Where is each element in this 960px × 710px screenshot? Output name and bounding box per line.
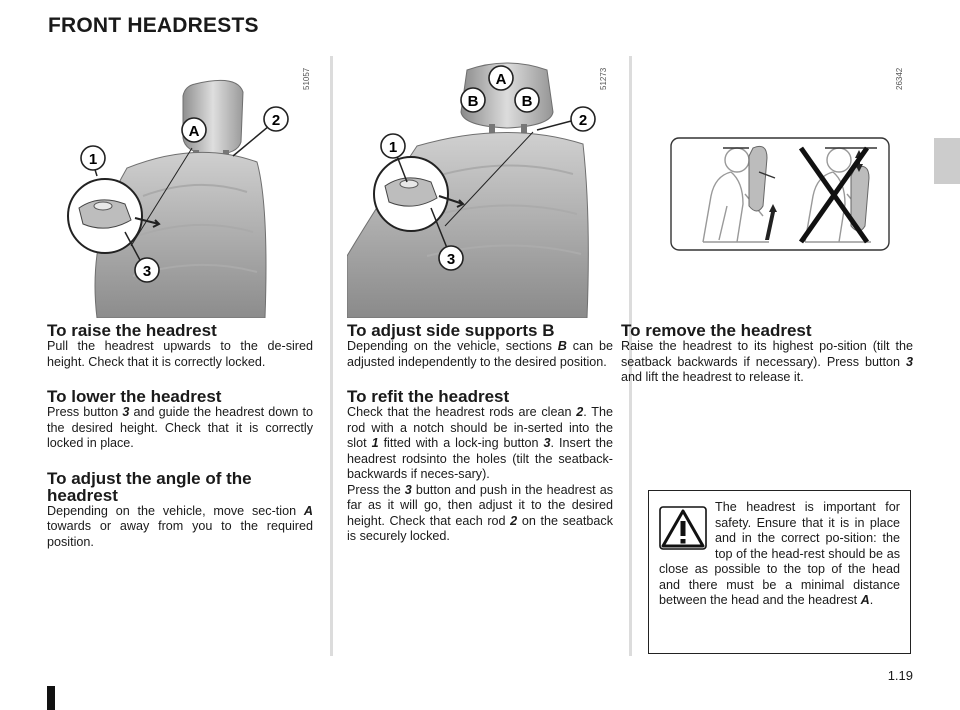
text-angle: Depending on the vehicle, move sec-tion … [47,503,313,549]
text-remove: Raise the headrest to its highest po-sit… [621,339,913,384]
column-divider [330,56,333,656]
figure-code: 51273 [599,67,608,90]
column-middle: To adjust side supports B Depending on t… [347,322,613,545]
text-raise: Pull the headrest upwards to the de-sire… [47,339,313,369]
column-divider [629,56,632,656]
footer-marker [47,686,55,710]
page-number: 1.19 [887,668,913,683]
heading-remove: To remove the headrest [621,321,812,340]
warning-text: The headrest is important for safety. En… [659,500,900,607]
callout-3: 3 [143,263,151,280]
callout-2: 2 [579,112,587,129]
seat-illustration-1: A 2 1 3 [67,79,289,318]
seat-illustration-2: A B B 2 1 3 [347,62,596,318]
heading-angle: To adjust the angle of the headrest [47,468,252,505]
callout-a: A [496,71,507,88]
text-side-supports: Depending on the vehicle, sections B can… [347,339,613,369]
warning-triangle-icon [659,506,707,550]
callout-3: 3 [447,251,455,268]
safety-warning-box: The headrest is important for safety. En… [648,490,911,654]
text-refit: Check that the headrest rods are clean 2… [347,405,613,543]
callout-a: A [189,123,200,140]
callout-2: 2 [272,112,280,129]
column-right: To remove the headrest Raise the headres… [621,322,913,386]
heading-raise: To raise the headrest [47,321,217,340]
page-title: FRONT HEADRESTS [48,14,259,37]
heading-refit: To refit the headrest [347,387,510,406]
figure-code: 26342 [895,67,904,90]
section-tab [934,138,960,184]
column-left: To raise the headrest Pull the headrest … [47,322,313,550]
position-illustration [670,137,890,251]
callout-1: 1 [389,139,397,156]
callout-1: 1 [89,151,97,168]
figure-headrest-position: 26342 [645,56,917,318]
figure-code: 51057 [302,67,311,90]
callout-b-left: B [468,93,479,110]
heading-side-supports: To adjust side supports B [347,321,555,340]
heading-lower: To lower the headrest [47,387,222,406]
figure-side-supports: A B B 2 1 3 51273 [347,56,623,318]
callout-b-right: B [522,93,533,110]
figure-raise-headrest: A 2 1 3 51057 [47,56,325,318]
text-lower: Press button 3 and guide the headrest do… [47,405,313,450]
